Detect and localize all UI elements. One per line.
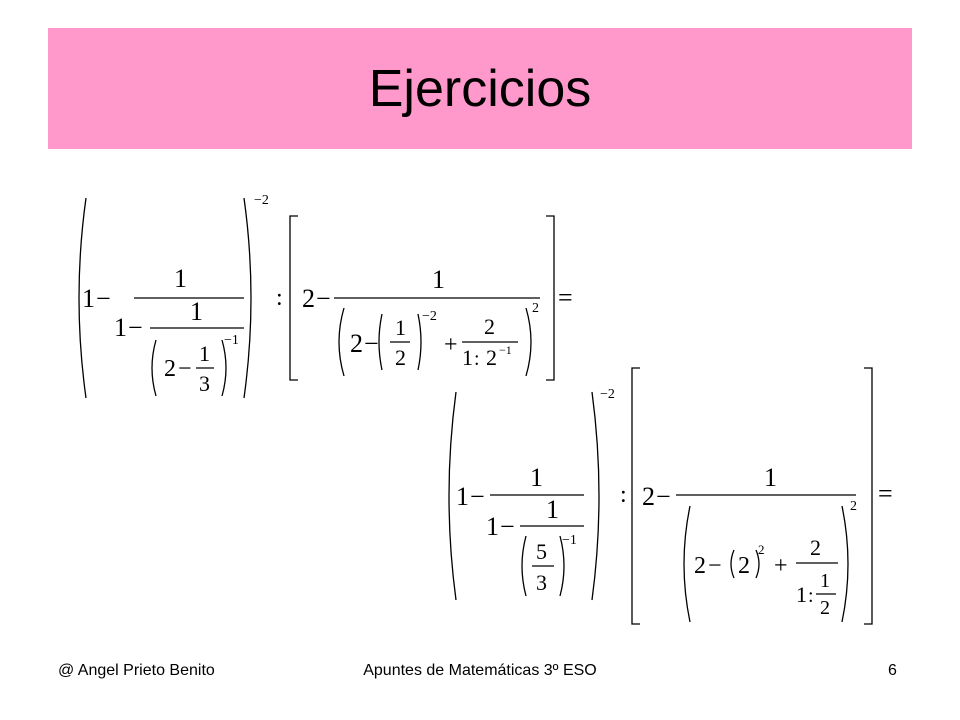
expr2-one-c: 1 <box>486 512 499 541</box>
expr2-two-a: 2 <box>642 482 655 511</box>
expr2-inner-right-paren <box>559 535 565 597</box>
expr1-one-h: 1 <box>462 345 473 370</box>
expr1-one-d: 1 <box>190 297 203 326</box>
expr2-equals: = <box>878 479 893 508</box>
expression-1 <box>78 197 555 399</box>
expr2-denom-left-paren <box>683 505 691 623</box>
expr1-colon-a: : <box>276 285 283 311</box>
expr2-minus-a: − <box>470 482 485 511</box>
expr2-exp-sq-b: 2 <box>850 499 857 514</box>
expr1-left-bracket <box>289 215 298 381</box>
expr2-left-bracket <box>631 367 640 625</box>
expr2-exp-outer: −2 <box>600 387 615 402</box>
expression-1-text: 1 − 1 1 − 1 2 − 1 3 −1 −2 : 2 − 1 2 − 1 … <box>82 193 573 396</box>
expr1-equals: = <box>558 283 573 312</box>
expr1-minus-d: − <box>316 284 331 313</box>
expr1-exp-outer: −2 <box>254 193 269 208</box>
slide-title: Ejercicios <box>368 59 592 118</box>
expr1-half-left-paren <box>378 313 383 371</box>
expr2-exp-sq-a: 2 <box>758 542 765 557</box>
expr1-one-f: 1 <box>432 265 445 294</box>
expr2-denom-right-paren <box>841 505 849 623</box>
expr1-outer-left-paren <box>78 197 87 399</box>
expression-2 <box>448 367 873 625</box>
expr2-minus-d: − <box>708 553 722 579</box>
expr1-one-a: 1 <box>82 284 95 313</box>
expr1-two-d: 2 <box>395 345 406 370</box>
expr2-one-f: 1 <box>796 582 807 607</box>
expr2-one-e: 1 <box>764 463 777 492</box>
expr1-three: 3 <box>199 371 210 396</box>
expr2-small-right-paren <box>755 549 760 579</box>
expr2-two-e: 2 <box>820 597 830 619</box>
expr1-right-bracket <box>546 215 555 381</box>
expr1-outer-right-paren <box>243 197 252 399</box>
expr1-inner-right-paren <box>221 339 227 397</box>
expr1-exp-inner: −1 <box>224 333 239 348</box>
expr2-outer-left-paren <box>448 391 457 601</box>
expr1-minus-a: − <box>96 284 111 313</box>
expr2-two-c: 2 <box>738 553 750 579</box>
expr1-denom-right-paren <box>525 307 532 377</box>
footer-author: @ Angel Prieto Benito <box>58 662 215 679</box>
expr2-inner-left-paren <box>521 535 527 597</box>
expr1-exp-sq: 2 <box>532 301 539 316</box>
expr1-one-c: 1 <box>114 313 127 342</box>
expr2-right-bracket <box>864 367 873 625</box>
expr1-one-b: 1 <box>174 264 187 293</box>
expr1-exp-neg2: −2 <box>422 309 437 324</box>
expr1-minus-c: − <box>178 356 192 382</box>
expr1-denom-left-paren <box>338 307 345 377</box>
expr2-plus: + <box>774 553 788 579</box>
expr1-exp-inner-b: −1 <box>499 343 512 357</box>
expr1-two-e: 2 <box>484 314 495 339</box>
expr1-two-b: 2 <box>302 284 315 313</box>
expr2-minus-c: − <box>656 482 671 511</box>
expr2-three: 3 <box>536 570 547 595</box>
expr2-one-b: 1 <box>530 463 543 492</box>
expr1-minus-b: − <box>128 313 143 342</box>
expr2-five: 5 <box>536 539 547 564</box>
title-bar: Ejercicios <box>48 28 912 149</box>
expr2-small-left-paren <box>730 549 735 579</box>
expr2-minus-b: − <box>500 512 515 541</box>
expr1-two-f: 2 <box>486 345 497 370</box>
expression-2-text: 1 − 1 1 − 1 5 3 −1 −2 : 2 − 1 2 − 2 2 + … <box>456 387 893 619</box>
expr2-one-g: 1 <box>820 570 830 592</box>
expr1-plus: + <box>444 332 458 358</box>
expr2-outer-right-paren <box>591 391 600 601</box>
footer-page-number: 6 <box>888 662 897 679</box>
expr1-inner-left-paren <box>151 339 157 397</box>
expr2-colon-b: : <box>808 585 814 607</box>
expr2-colon-a: : <box>620 482 627 508</box>
expr1-minus-e: − <box>364 329 379 358</box>
expr2-exp-inner: −1 <box>562 533 577 548</box>
expr1-two-a: 2 <box>164 356 176 382</box>
expr2-two-b: 2 <box>694 553 706 579</box>
expr2-two-d: 2 <box>810 535 821 560</box>
expr1-colon-b: : <box>474 348 480 370</box>
footer-course: Apuntes de Matemáticas 3º ESO <box>363 662 597 679</box>
expr2-one-d: 1 <box>546 495 559 524</box>
expr1-one-g: 1 <box>395 315 406 340</box>
expr2-one-a: 1 <box>456 482 469 511</box>
expr1-half-right-paren <box>417 313 422 371</box>
expr1-one-e: 1 <box>199 341 210 366</box>
expr1-two-c: 2 <box>350 329 363 358</box>
